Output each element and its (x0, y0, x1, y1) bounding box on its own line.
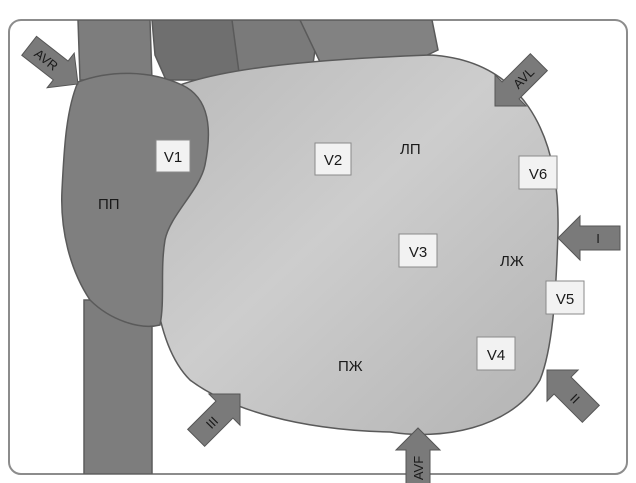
lead-box-v1: V1 (155, 139, 191, 173)
label-right-ventricle: ПЖ (338, 358, 363, 375)
arrow-avf-label: AVF (411, 456, 426, 480)
label-left-atrium: ЛП (400, 141, 421, 158)
lead-box-v6-label: V6 (529, 166, 547, 183)
ventricles (149, 54, 559, 436)
lead-box-v2-label: V2 (324, 152, 342, 169)
lead-box-v4-label: V4 (487, 347, 505, 364)
arrow-i: I (557, 214, 621, 262)
right-atrium (61, 72, 210, 327)
lead-box-v4: V4 (476, 336, 516, 371)
lead-box-v3-label: V3 (409, 244, 427, 261)
label-left-ventricle: ЛЖ (500, 253, 524, 270)
lead-box-v1-label: V1 (164, 149, 182, 166)
lead-box-v6: V6 (518, 155, 558, 190)
arrow-i-label: I (596, 231, 600, 246)
lead-box-v3: V3 (398, 233, 438, 268)
arrow-iii: III (186, 393, 241, 448)
label-right-atrium: ПП (98, 196, 120, 213)
lead-box-v5-label: V5 (556, 291, 574, 308)
lead-box-v2: V2 (314, 142, 352, 176)
arrow-ii: II (546, 369, 601, 424)
lead-box-v5: V5 (545, 280, 585, 315)
superior-vena-cava (77, 20, 153, 81)
arrow-avf: AVF (394, 427, 442, 483)
